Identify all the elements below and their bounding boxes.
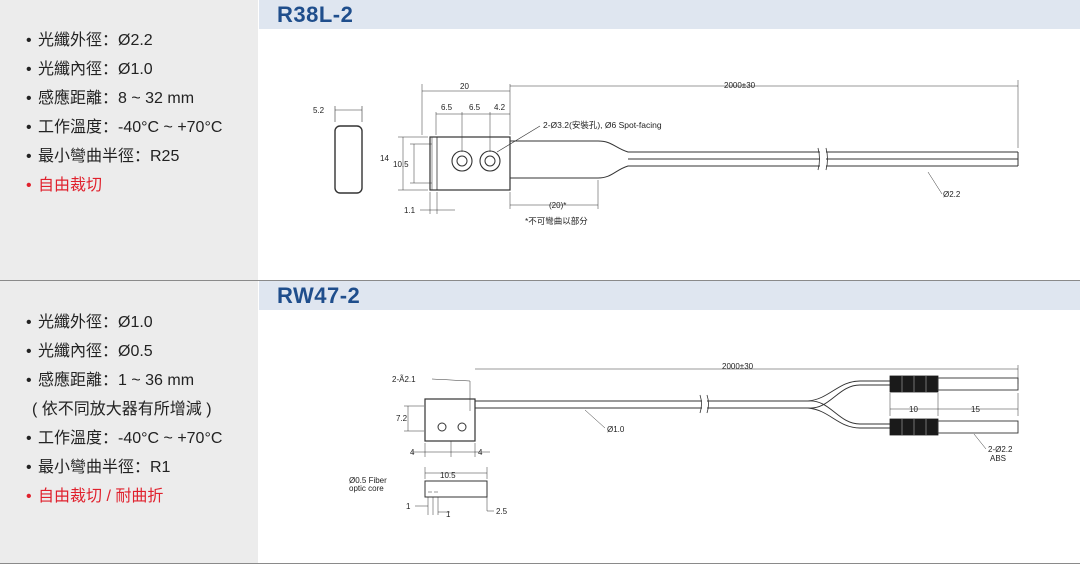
model-title: R38L-2 [277,2,354,27]
dim-label: 4 [478,448,483,457]
spec-item: •光纖內徑：Ø1.0 [26,61,153,78]
spec-panel: •光纖外徑：Ø1.0 •光纖內徑：Ø0.5 •感應距離：1 ~ 36 mm ( … [0,281,258,564]
dim-label: 1 [406,502,411,511]
spec-item: •感應距離：8 ~ 32 mm [26,90,195,107]
spec-item: •感應距離：1 ~ 36 mm [26,372,195,389]
dim-label: 2000±30 [724,81,756,90]
dim-label: 10 [909,405,918,414]
sensor-head [429,136,511,191]
dim-label: 2-Ã2.1 [392,375,416,384]
dim-label: 14 [380,154,389,163]
spec-panel: •光纖外徑：Ø2.2 •光纖內徑：Ø1.0 •感應距離：8 ~ 32 mm •工… [0,0,258,281]
note-text: *不可彎曲以部分 [525,216,588,226]
connector-upper [889,375,1019,393]
dim-label: 6.5 [441,103,453,112]
note-text: optic core [349,484,384,493]
section-divider [0,280,1080,281]
dim-label: 7.2 [396,414,408,423]
product-section-r38l-2: •光纖外徑：Ø2.2 •光纖內徑：Ø1.0 •感應距離：8 ~ 32 mm •工… [0,0,1080,281]
dim-label: 6.5 [469,103,481,112]
dim-label: 10.5 [440,471,456,480]
spec-item-highlight: •自由裁切 [26,177,103,194]
spec-item: •最小彎曲半徑：R1 [26,459,171,476]
dim-label: 10.5 [393,160,409,169]
spec-item: •工作溫度：-40°C ~ +70°C [26,119,223,136]
spec-item: •工作溫度：-40°C ~ +70°C [26,430,223,447]
hole-note: 2-Ø3.2(安裝孔), Ø6 Spot-facing [543,120,662,130]
spec-item: •最小彎曲半徑：R25 [26,148,180,165]
spec-item-note: ( 依不同放大器有所增減 ) [32,401,212,418]
dim-label: Ø2.2 [943,190,961,199]
connector-lower [889,418,1019,436]
spec-item-highlight: •自由裁切 / 耐曲折 [26,488,164,505]
spec-item: •光纖內徑：Ø0.5 [26,343,153,360]
product-section-rw47-2: •光纖外徑：Ø1.0 •光纖內徑：Ø0.5 •感應距離：1 ~ 36 mm ( … [0,281,1080,564]
side-view-outline [334,125,363,194]
dim-label: 4 [410,448,415,457]
dim-label: 15 [971,405,980,414]
sensor-head [424,398,476,442]
dim-label: ABS [990,454,1006,463]
dim-label: Ø1.0 [607,425,625,434]
dim-label: 2.5 [496,507,508,516]
dim-label: 1 [446,510,451,519]
spec-list: •光纖外徑：Ø2.2 •光纖內徑：Ø1.0 •感應距離：8 ~ 32 mm •工… [26,30,222,204]
model-header: RW47-2 [259,281,1080,310]
note-text: Ø0.5 Fiber [349,476,387,485]
detail-block [424,480,488,498]
dim-label: 20 [460,82,469,91]
dim-label: 5.2 [313,106,325,115]
dim-label: 1.1 [404,206,416,215]
dimension-drawing-r38l-2: 5.2 2-Ø3.2(安裝孔), Ø6 Spot-facing 14 10.5 … [313,80,1019,226]
spec-item: •光纖外徑：Ø1.0 [26,314,153,331]
dim-label: 2-Ø2.2 [988,445,1013,454]
dim-label: 2000±30 [722,362,754,371]
dim-label: 4.2 [494,103,506,112]
model-header: R38L-2 [259,0,1080,29]
dim-label: (20)* [549,201,566,210]
model-title: RW47-2 [277,283,361,308]
spec-list: •光纖外徑：Ø1.0 •光纖內徑：Ø0.5 •感應距離：1 ~ 36 mm ( … [26,312,222,515]
spec-item: •光纖外徑：Ø2.2 [26,32,153,49]
dimension-drawing-rw47-2: 2-Ã2.1 7.2 4 4 2000±30 Ø1.0 [349,362,1019,519]
